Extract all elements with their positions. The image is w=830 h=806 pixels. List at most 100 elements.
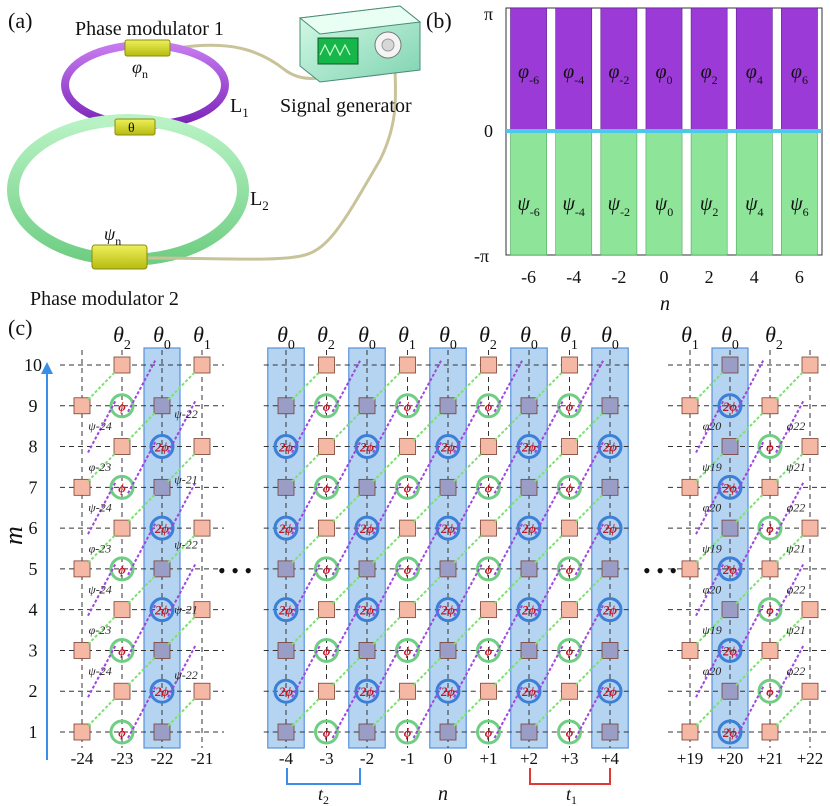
lattice-site — [318, 356, 335, 374]
coupling-ring — [717, 474, 743, 500]
lattice-site — [193, 438, 211, 455]
n-tick-label: +1 — [479, 749, 497, 768]
lattice-site — [721, 519, 739, 537]
lattice-site — [520, 642, 538, 659]
coupling-ring — [757, 678, 783, 704]
two-phi-label: 2ϕ — [154, 440, 170, 455]
lattice-site — [561, 682, 578, 700]
bar-label-phi: φ-6 — [518, 61, 539, 87]
L2-label: L2 — [250, 188, 269, 213]
coupling-green — [412, 655, 443, 686]
two-phi-label: 2ϕ — [359, 440, 375, 455]
phase-label: φ-23 — [89, 542, 112, 556]
m-tick-label: 5 — [29, 559, 38, 579]
n-tick-label: +4 — [601, 749, 620, 768]
coupling-green — [453, 370, 484, 401]
two-phi-label: ϕ — [766, 521, 774, 536]
lattice-site — [399, 356, 416, 374]
coupling-green — [331, 411, 362, 442]
coupling-green — [534, 451, 565, 483]
coupling-green — [493, 411, 524, 442]
lattice-site — [439, 397, 457, 415]
lattice-site — [73, 397, 91, 415]
lattice-site — [520, 397, 538, 415]
coupling-ring — [273, 515, 299, 541]
theta-label: θ1 — [398, 322, 416, 353]
bar-psi — [510, 130, 547, 256]
bar-label-psi: ψ-6 — [517, 193, 539, 219]
coupling-ring — [597, 678, 623, 704]
coupling-ring — [557, 474, 582, 500]
two-phi-label: ϕ — [566, 399, 574, 414]
coupling-green — [87, 696, 117, 727]
coupling-ring — [597, 597, 623, 623]
coupling-ring — [717, 637, 743, 663]
lattice-site — [439, 723, 457, 741]
two-phi-label: 2ϕ — [602, 684, 618, 699]
theta-label: θ2 — [479, 322, 497, 353]
two-phi-label: ϕ — [118, 725, 126, 740]
lattice-site — [721, 438, 739, 455]
lattice-site — [520, 723, 538, 741]
coupling-green — [412, 574, 443, 605]
coupling-ring — [597, 515, 623, 541]
bar-psi — [555, 130, 593, 256]
coupling-green — [574, 492, 605, 523]
lattice-site — [601, 642, 619, 659]
two-phi-label: 2ϕ — [440, 684, 456, 699]
phase-label: φ-23 — [89, 623, 112, 637]
coupling-ring — [395, 474, 420, 500]
coupling-ring — [557, 393, 582, 419]
theta-label: θ1 — [681, 322, 699, 353]
phase-label: ψ19 — [702, 623, 721, 637]
two-phi-label: ϕ — [118, 480, 126, 495]
x-tick-label: 2 — [705, 267, 714, 287]
phase-label: ψ-24 — [88, 501, 111, 515]
ring-L1 — [61, 41, 229, 129]
two-phi-label: ϕ — [118, 562, 126, 577]
m-tick-label: 6 — [29, 518, 38, 538]
m-tick-label: 10 — [24, 355, 42, 375]
lattice-site — [358, 478, 376, 496]
coupling-ring — [109, 637, 135, 663]
theta-label: θ0 — [153, 322, 171, 353]
phase-label: ψ-24 — [88, 664, 111, 678]
coupling-ring — [273, 597, 299, 623]
two-phi-label: 2ϕ — [154, 603, 170, 618]
t2-label: t2 — [318, 784, 329, 806]
bar-psi — [781, 130, 818, 256]
lattice-site — [153, 723, 171, 741]
x-tick-label: -6 — [521, 267, 536, 287]
coupling-ring — [109, 556, 135, 582]
coupling-ring — [757, 597, 783, 623]
m-tick-label: 1 — [29, 722, 38, 742]
phase-label: ψ21 — [786, 542, 805, 556]
lattice-site — [801, 356, 819, 374]
n-tick-label: +20 — [717, 749, 744, 768]
coupling-ring — [273, 678, 299, 704]
bar-psi — [690, 130, 728, 256]
L1-label: L1 — [230, 95, 249, 120]
lattice-site — [601, 397, 619, 415]
lattice-site — [480, 438, 497, 455]
y-tick-pi: π — [484, 4, 493, 24]
theta-label: θ0 — [358, 322, 376, 353]
coupling-green — [735, 492, 765, 523]
coupling-ring — [516, 597, 542, 623]
bar-label-psi: ψ4 — [745, 193, 763, 219]
lattice-site — [358, 397, 376, 415]
coupling-ring — [354, 434, 380, 460]
lattice-site — [801, 438, 819, 455]
phase-label: φ22 — [787, 582, 806, 596]
two-phi-label: ϕ — [485, 480, 493, 495]
coupling-ring — [476, 719, 501, 745]
coupling-green — [331, 492, 362, 523]
two-phi-label: 2ϕ — [521, 521, 537, 536]
coupling-ring — [557, 556, 582, 582]
phi-n-label: φn — [132, 57, 148, 81]
bar-psi — [645, 130, 683, 256]
lattice-site — [761, 397, 779, 415]
coupling-ring — [354, 515, 380, 541]
two-phi-label: ϕ — [404, 643, 412, 658]
